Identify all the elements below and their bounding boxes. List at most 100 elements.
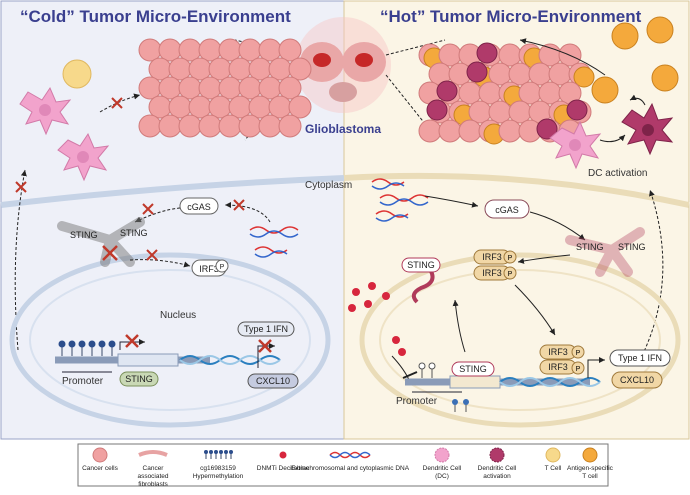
cancer-cell — [438, 43, 462, 67]
activated-dendritic-cell — [536, 118, 558, 140]
phosphate-label: P — [508, 271, 513, 278]
cancer-cell — [168, 95, 192, 119]
t-cell — [62, 59, 92, 89]
inhibit-x-icon — [125, 334, 139, 348]
cancer-cell — [148, 57, 172, 81]
cgas-pill — [179, 197, 219, 215]
cancer-cell — [278, 38, 302, 62]
hot-nucleus-inner — [379, 269, 661, 411]
cancer-cell — [518, 81, 542, 105]
blocked-arrow — [129, 259, 191, 268]
inhibit-x-icon — [258, 339, 272, 353]
cancer-cell — [498, 119, 522, 143]
inhibit-x-icon — [102, 245, 118, 261]
cancer-cell — [238, 76, 262, 100]
cancer-cell — [168, 57, 192, 81]
activation-arrow — [517, 254, 571, 264]
t-cell-icon — [545, 447, 561, 463]
promoter-label: Promoter — [396, 396, 438, 407]
phosphate-label: P — [576, 366, 581, 373]
cancer-cell — [178, 76, 202, 100]
activated-dendritic-cell — [426, 99, 448, 121]
decitabine-molecules — [348, 282, 406, 356]
cancer-cell-icon — [92, 447, 108, 463]
decitabine-dot-icon — [352, 288, 360, 296]
cancer-cell — [158, 76, 182, 100]
sting-gene-pill — [451, 361, 495, 377]
t-cell-infiltration-arrow — [519, 38, 606, 76]
methylation-icon — [214, 450, 218, 454]
cancer-cell — [138, 114, 162, 138]
inhibit-x-icon — [146, 249, 158, 261]
nucleus-label: Nucleus — [160, 310, 196, 321]
inhibit-x-icon — [142, 203, 154, 215]
antigen-specific-t-cell — [646, 16, 674, 44]
sting-gene-pill — [119, 371, 159, 387]
cancer-cell — [548, 62, 572, 86]
activated-dendritic-cell — [466, 61, 488, 83]
activation-arrow — [529, 211, 586, 241]
cancer-cell — [488, 100, 512, 124]
hot-nucleus — [359, 252, 681, 428]
cancer-cell — [458, 81, 482, 105]
phosphate-icon — [503, 266, 517, 280]
cancer-cell — [508, 100, 532, 124]
cancer-cell — [528, 62, 552, 86]
cold-nucleus-inner — [29, 269, 311, 411]
cancer-cell — [268, 57, 292, 81]
decitabine-dot-icon — [368, 282, 376, 290]
methyl-group-icon — [108, 340, 116, 348]
cgas-label: cGAS — [187, 202, 211, 212]
methyl-group-icon — [78, 340, 86, 348]
sting-label: STING — [618, 242, 646, 252]
type1-ifn-pill — [609, 349, 671, 367]
blocked-arrow — [224, 202, 271, 223]
hot-cell-membrane — [343, 172, 690, 208]
activated-dendritic-cell — [566, 99, 588, 121]
sting-gene-label: STING — [125, 374, 153, 384]
phosphate-label: P — [508, 255, 513, 262]
cancer-cell — [148, 95, 172, 119]
irf3-label: IRF3 — [548, 362, 568, 372]
irf3-label: IRF3 — [482, 268, 502, 278]
cancer-cell — [188, 95, 212, 119]
cytoplasmic-dna — [371, 178, 429, 222]
antigen-specific-t-cell — [591, 76, 619, 104]
demethylated-cpg-sites — [418, 362, 436, 378]
dendritic-cell — [19, 86, 72, 136]
decitabine-dot-icon — [348, 304, 356, 312]
cgas-label: cGAS — [495, 205, 519, 215]
decitabine-dot-icon — [392, 336, 400, 344]
transcription-arrow — [587, 357, 605, 378]
cancer-cell — [208, 95, 232, 119]
phosphate-icon — [215, 259, 229, 273]
cancer-cell — [488, 62, 512, 86]
cancer-cell — [198, 38, 222, 62]
connector-line — [385, 39, 446, 56]
cancer-cell — [158, 114, 182, 138]
dendritic-cell — [549, 120, 602, 170]
activated-dendritic-cell — [436, 80, 458, 102]
dendritic-cell-icon — [434, 447, 450, 463]
cancer-cell — [208, 57, 232, 81]
methyl-group-icon — [88, 340, 96, 348]
cancer-cell — [228, 57, 252, 81]
antigen-specific-t-cell — [573, 66, 595, 88]
phosphate-icon — [571, 361, 585, 375]
cancer-cell — [138, 76, 162, 100]
cancer-cell — [138, 38, 162, 62]
sting-label: STING — [120, 228, 148, 238]
decitabine-dot-icon — [398, 348, 406, 356]
dc-activation-label: DC activation — [588, 168, 647, 179]
cxcl10-pill — [611, 371, 663, 389]
dna-icon — [329, 451, 371, 459]
cancer-cell — [418, 119, 442, 143]
dna-helix — [179, 355, 281, 365]
activated-dendritic-cell — [621, 102, 674, 156]
methylation-icon — [209, 450, 213, 454]
sting-gene — [449, 375, 501, 389]
cancer-cell — [288, 57, 312, 81]
